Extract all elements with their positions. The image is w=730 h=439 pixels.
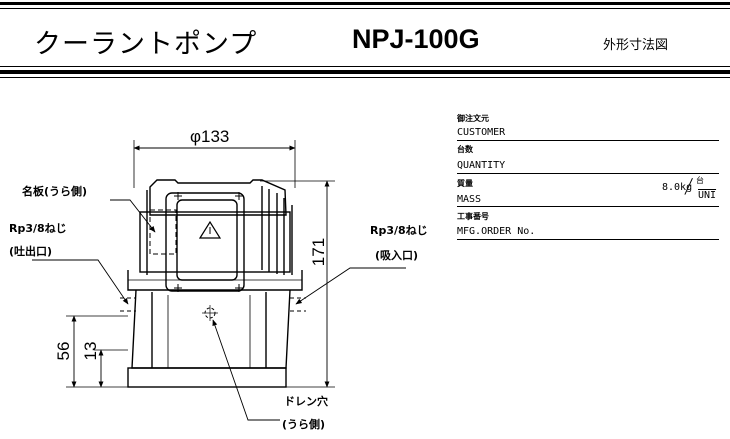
mass-per-unit-jp: 台 [696,176,704,185]
mfg-order-label-jp: 工事番号 [457,212,489,221]
inlet-thread-label: Rp3/8ねじ [370,224,428,237]
nameplate-outline [149,209,177,255]
mass-label-jp: 質量 [457,179,473,188]
mfg-order-line [457,239,719,240]
terminal-screws [174,192,243,292]
header-bottom-rule [0,66,730,67]
customer-line [457,140,719,141]
pump-top-cover [149,179,287,216]
height-dim-text: 171 [309,238,328,266]
header-top-rule [0,2,730,5]
width-dim-text: φ133 [190,127,229,146]
quantity-label-en: QUANTITY [457,160,506,171]
quantity-label-jp: 台数 [457,145,473,154]
drawing-type: 外形寸法図 [603,38,669,53]
pump-motor-body [139,211,291,273]
customer-label-en: CUSTOMER [457,127,506,138]
terminal-box-outer [165,192,245,292]
product-title: クーラントポンプ [34,29,258,60]
header-bottom-rule-thick [0,70,730,74]
outlet-label: (吐出口) [9,244,52,258]
drain-side-label: (うら側) [282,417,325,431]
header-top-rule-thin [0,8,730,9]
mass-value: 8.0kg [662,182,693,193]
nameplate-label: 名板(うら側) [22,184,87,198]
drain-label: ドレン穴 [284,394,328,408]
customer-label-jp: 御注文元 [457,114,489,123]
quantity-line [457,173,719,174]
inlet-label: (吸入口) [375,249,418,262]
model-number: NPJ-100G [352,24,480,54]
pump-base [127,367,287,388]
mass-per-unit-en: UNI [698,190,717,201]
mass-label-en: MASS [457,194,482,205]
nameplate-leader [110,199,156,233]
warning-icon [198,220,222,239]
mfg-order-label-en: MFG.ORDER No. [457,226,536,237]
outlet-leader [32,259,129,305]
mass-line [457,206,719,207]
outlet-thread-label: Rp3/8ねじ [9,222,67,235]
header-bottom-rule-thin [0,77,730,78]
drain-leader [212,319,280,421]
dim-56-text: 56 [54,342,73,361]
dim-13-text: 13 [81,342,100,361]
inlet-leader [295,267,406,305]
